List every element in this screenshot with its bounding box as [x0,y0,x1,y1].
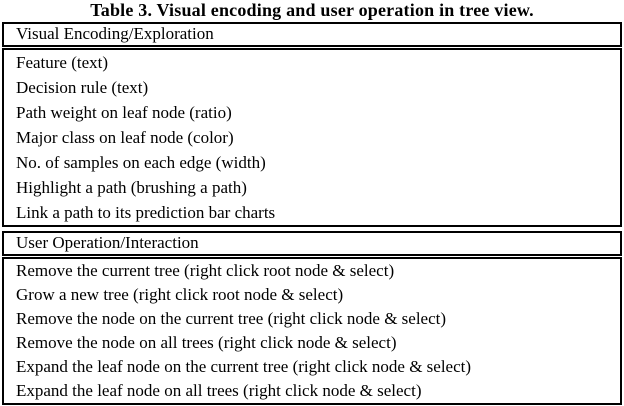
table-row: Remove the node on the current tree (rig… [16,309,447,328]
table: Visual Encoding/Exploration Feature (tex… [2,22,622,405]
table-row: Remove the node on all trees (right clic… [16,333,397,352]
section-body-user-operation: Remove the current tree (right click roo… [2,257,622,405]
table-row: Highlight a path (brushing a path) [16,178,247,197]
section-body-visual-encoding: Feature (text) Decision rule (text) Path… [2,48,622,227]
section-visual-encoding: Visual Encoding/Exploration Feature (tex… [2,22,622,227]
table-row: Expand the leaf node on all trees (right… [16,381,422,400]
table-row: Feature (text) [16,53,109,72]
table-row: Decision rule (text) [16,78,149,97]
table-caption: Table 3. Visual encoding and user operat… [90,0,534,20]
section-user-operation: User Operation/Interaction Remove the cu… [2,231,622,405]
table-row: Grow a new tree (right click root node &… [16,285,344,304]
table-row: Remove the current tree (right click roo… [16,261,395,280]
table-row: Expand the leaf node on the current tree… [16,357,472,376]
table-row: Link a path to its prediction bar charts [16,203,276,222]
section-header-user-operation: User Operation/Interaction [2,231,622,256]
section-header-visual-encoding: Visual Encoding/Exploration [2,22,622,47]
table-row: Path weight on leaf node (ratio) [16,103,232,122]
table-row: No. of samples on each edge (width) [16,153,266,172]
table-row: Major class on leaf node (color) [16,128,234,147]
